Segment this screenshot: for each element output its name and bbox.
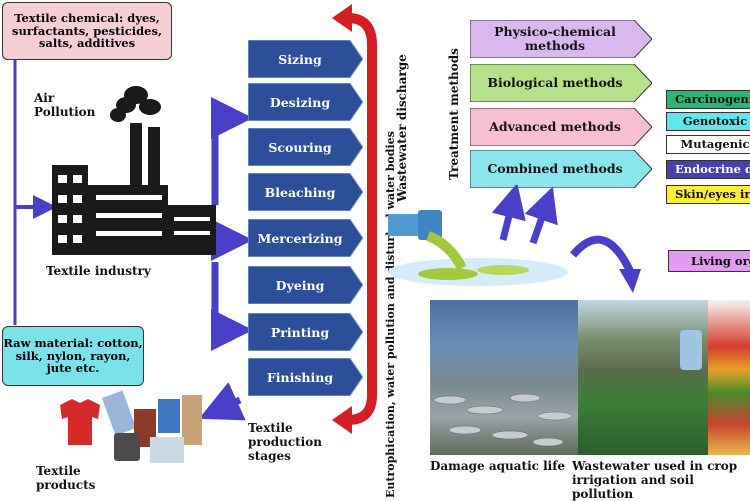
stage-label: Sizing <box>278 51 322 67</box>
dead-fish-icon <box>433 393 573 447</box>
stage-sizing: Sizing <box>248 40 363 78</box>
raw-material-box: Raw material: cotton, silk, nylon, rayon… <box>2 326 144 386</box>
treatment-up-arrows <box>491 185 558 245</box>
living-organisms-box: Living organisms <box>668 250 750 272</box>
crop-curve-arrow <box>569 235 641 293</box>
irrigation-photo <box>578 300 708 455</box>
wastewater-red-arrow <box>332 4 377 434</box>
stage-label: Bleaching <box>264 184 336 200</box>
textile-products-label: Textile products <box>36 464 96 492</box>
stage-scouring: Scouring <box>248 128 363 166</box>
chemical-input-text: Textile chemical: dyes, surfactants, pes… <box>12 10 162 51</box>
stage-label: Mercerizing <box>257 230 343 246</box>
stage-label: Finishing <box>266 369 334 385</box>
stage-mercerizing: Mercerizing <box>248 219 363 257</box>
stage-label: Scouring <box>268 139 332 155</box>
textile-industry-label: Textile industry <box>46 264 151 278</box>
irrigation-pipe-photo <box>680 330 702 370</box>
effect-skin: Skin/eyes irritation <box>666 185 750 204</box>
pipe-water-illustration <box>388 210 568 286</box>
damage-aquatic-label: Damage aquatic life <box>430 459 566 473</box>
effect-genotoxic: Genotoxic <box>666 112 750 131</box>
treatment-combined: Combined methods <box>470 150 652 188</box>
treatment-label: Advanced methods <box>489 119 621 135</box>
raw-material-text: Raw material: cotton, silk, nylon, rayon… <box>3 335 143 376</box>
stage-label: Desizing <box>269 94 331 110</box>
treatment-advanced: Advanced methods <box>470 108 652 146</box>
eutrophication-label: Eutrophication, water pollution and dist… <box>384 131 397 498</box>
treatment-biological: Biological methods <box>470 64 652 102</box>
vegetables-photo <box>708 300 750 455</box>
effect-label: Genotoxic <box>682 114 748 128</box>
stage-bleaching: Bleaching <box>248 173 363 211</box>
effect-label: Mutagenic <box>680 137 750 151</box>
stage-printing: Printing <box>248 313 363 351</box>
effect-label: Skin/eyes irritation <box>675 187 750 201</box>
wastewater-discharge-label: Wastewater discharge <box>395 54 409 202</box>
stage-finishing: Finishing <box>248 358 363 396</box>
factory-icon <box>52 86 216 255</box>
effect-endocrine: Endocrine disruptor <box>666 160 750 179</box>
effect-label: Endocrine disruptor <box>675 162 750 176</box>
treatment-label: Physico-chemical methods <box>494 24 616 53</box>
left-flow-arrows <box>13 60 253 421</box>
stage-label: Printing <box>270 324 330 340</box>
chemical-input-box: Textile chemical: dyes, surfactants, pes… <box>2 2 172 60</box>
stage-label: Dyeing <box>275 277 325 293</box>
air-pollution-label: Air Pollution <box>34 91 96 119</box>
stage-desizing: Desizing <box>248 83 363 121</box>
clothing-icon <box>60 390 202 463</box>
stage-dyeing: Dyeing <box>248 266 363 304</box>
effect-carcinogenic: Carcinogenic <box>666 90 750 109</box>
wastewater-crop-label: Wastewater used in crop irrigation and s… <box>572 460 738 501</box>
effect-mutagenic: Mutagenic <box>666 135 750 154</box>
treatment-label: Biological methods <box>487 75 623 91</box>
production-stages-label: Textile production stages <box>248 421 322 463</box>
treatment-physico-chemical: Physico-chemical methods <box>470 20 652 58</box>
treatment-label: Combined methods <box>487 161 623 177</box>
treatment-methods-label: Treatment methods <box>447 48 461 180</box>
effect-label: Carcinogenic <box>675 92 750 106</box>
